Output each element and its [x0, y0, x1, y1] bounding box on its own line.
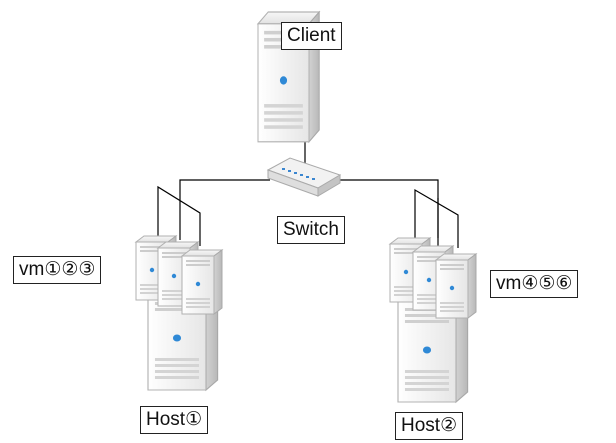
vm-6-icon — [435, 253, 477, 319]
network-wires — [157, 103, 459, 248]
host-1-label: Host① — [140, 406, 209, 434]
host1-vm-wires — [157, 185, 201, 246]
host2-vm-wires — [414, 188, 459, 248]
switch-host2-wire — [340, 179, 439, 238]
vm-group-2-label: vm④⑤⑥ — [490, 270, 579, 298]
network-switch-icon — [266, 157, 342, 197]
switch-label: Switch — [277, 216, 345, 244]
host-2-label: Host② — [395, 412, 464, 440]
client-label: Client — [281, 22, 342, 50]
vm-3-icon — [181, 249, 223, 315]
switch-host1-wire — [179, 179, 270, 205]
vm-group-1-label: vm①②③ — [13, 256, 102, 284]
